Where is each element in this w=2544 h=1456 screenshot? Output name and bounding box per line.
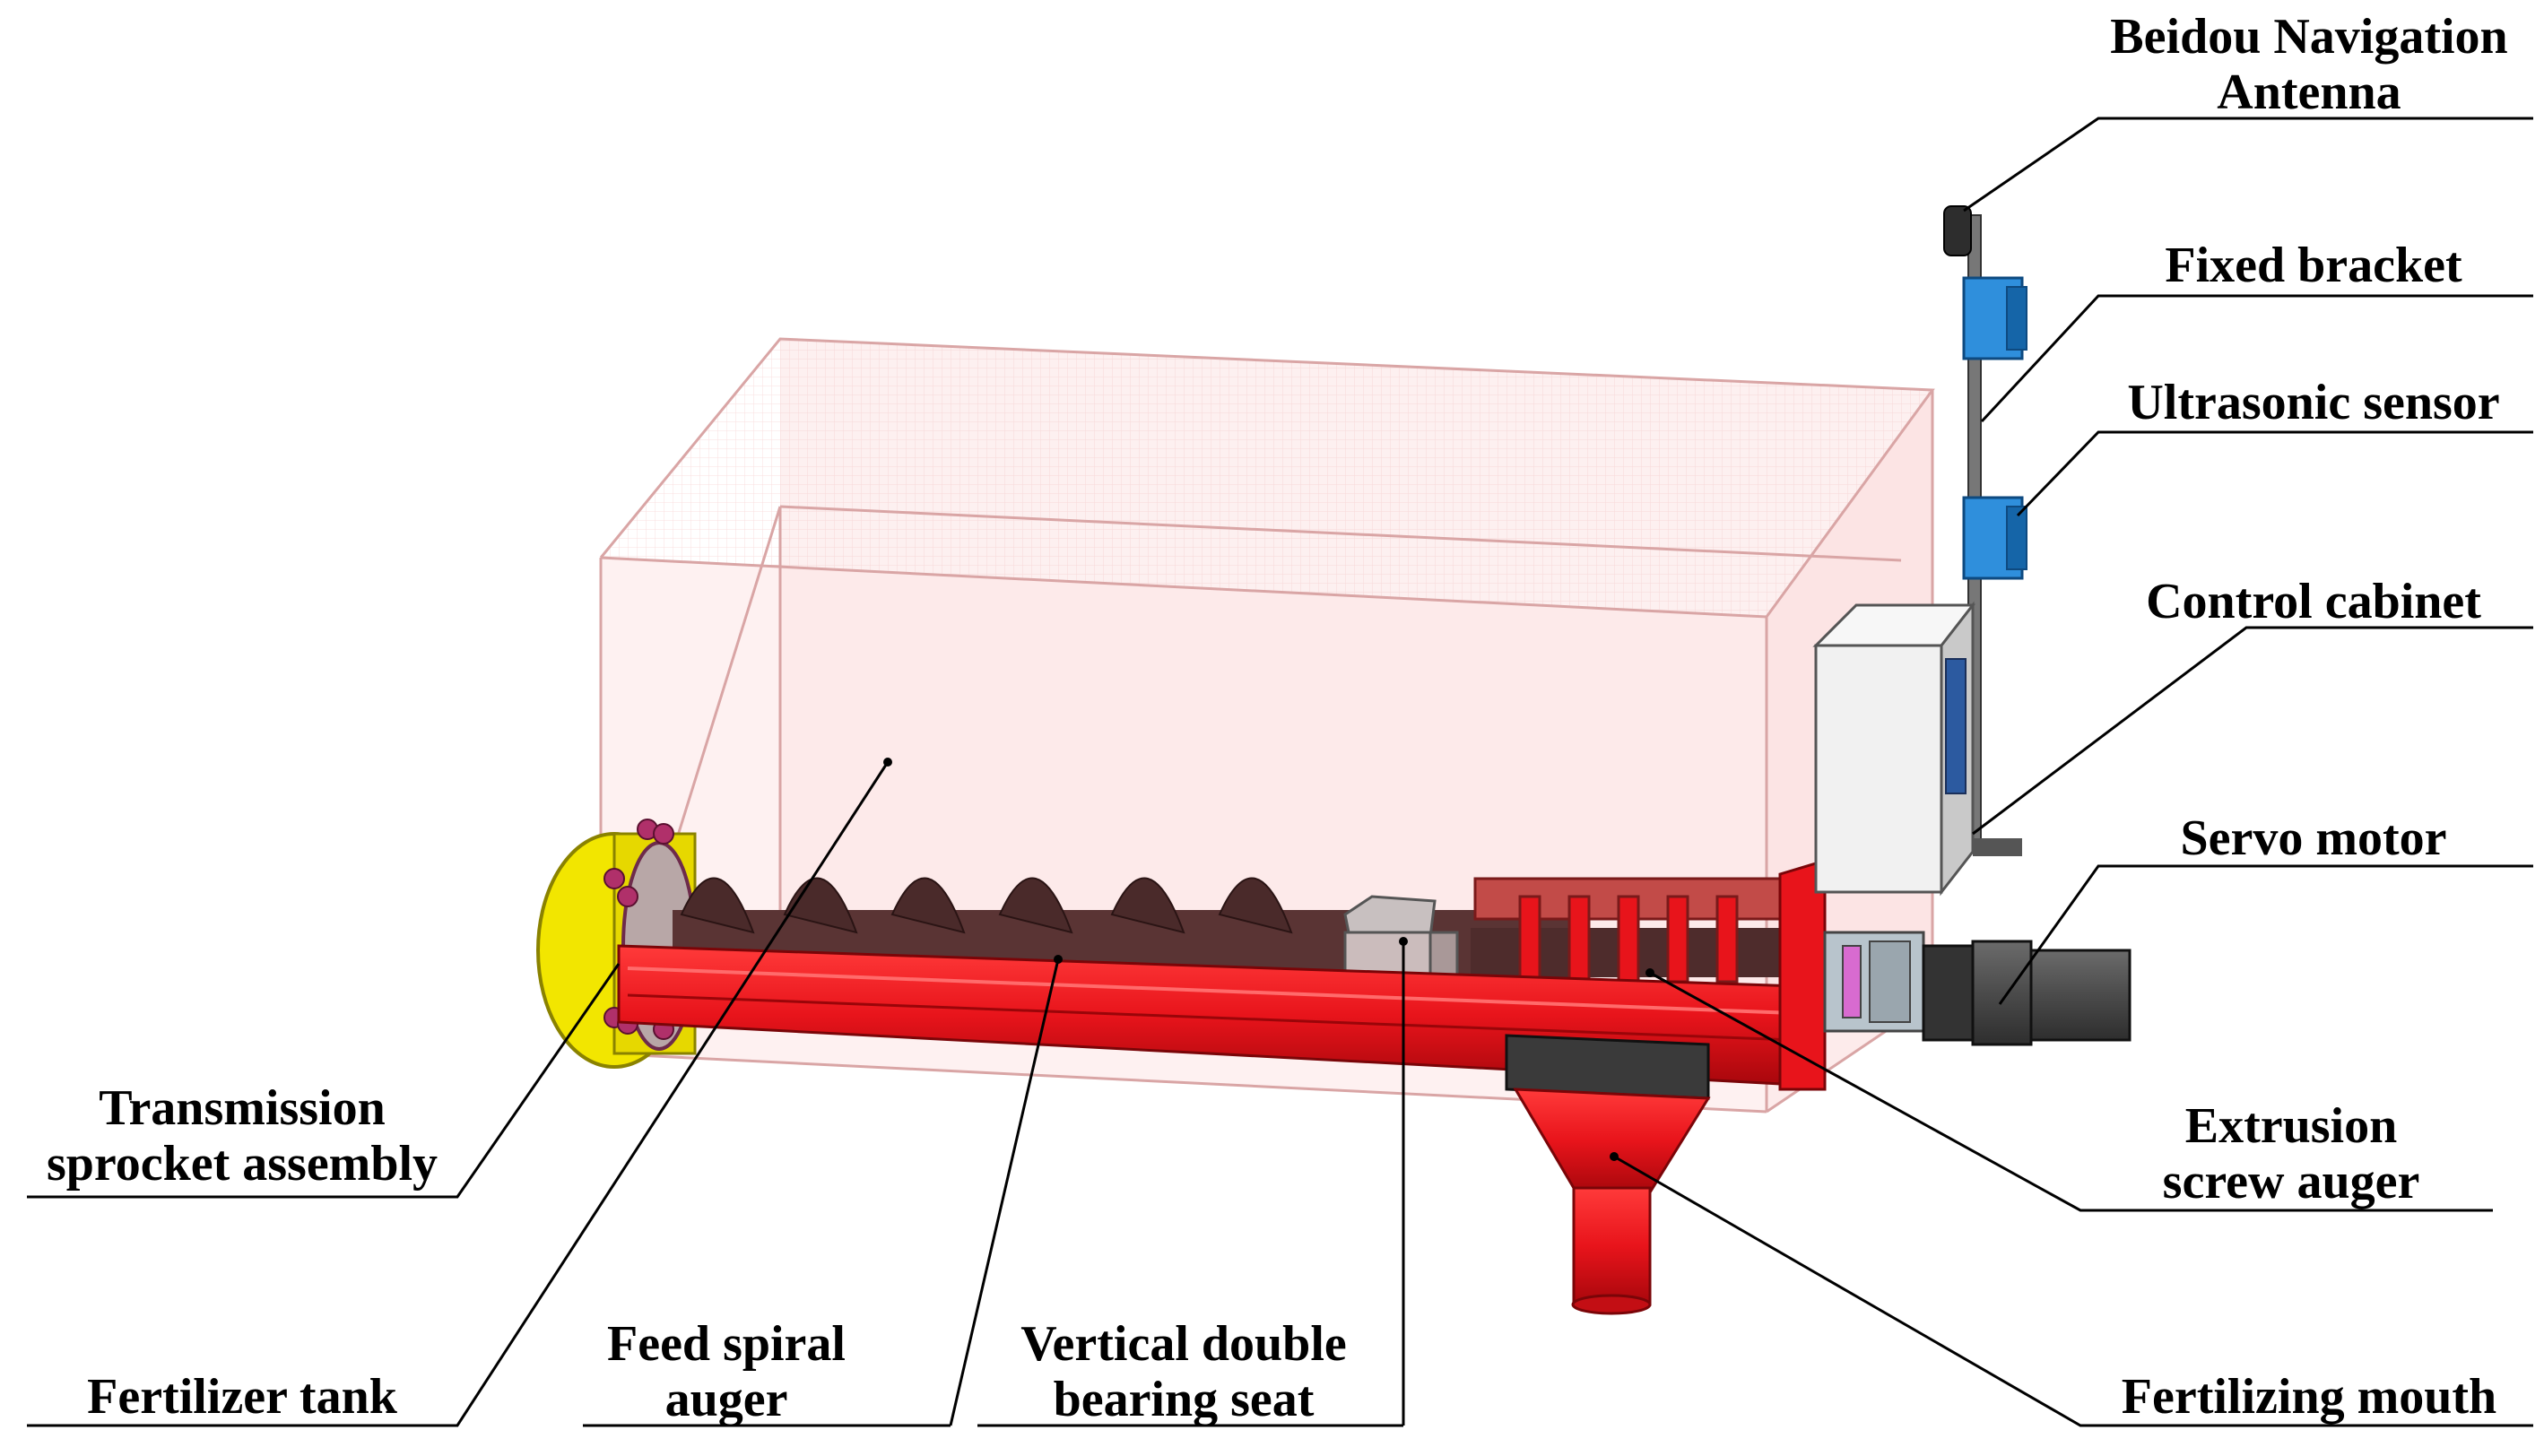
leader-extrusion [1649, 971, 2493, 1212]
label-feed-spiral-auger: Feed spiral auger [556, 1316, 897, 1427]
label-bearing-line2: bearing seat [1053, 1372, 1315, 1427]
label-feed-spiral-line1: Feed spiral [607, 1316, 846, 1372]
leader-fertilizing-mouth [1613, 1155, 2533, 1427]
beidou-navigation-antenna [1943, 205, 1972, 256]
shaft-coupling [1823, 931, 1925, 1033]
control-cabinet [1812, 601, 1976, 897]
label-ultrasonic-sensor: Ultrasonic sensor [2098, 375, 2529, 430]
red-trough [617, 858, 1827, 1091]
label-fertilizer-tank: Fertilizer tank [27, 1369, 457, 1425]
label-fertilizing-mouth: Fertilizing mouth [2080, 1369, 2538, 1425]
leader-ultrasonic [2016, 430, 2533, 517]
leader-servo [1998, 864, 2533, 1005]
leader-fixed-bracket [1980, 294, 2533, 423]
label-servo-line1: Servo motor [2180, 810, 2447, 866]
fertilizing-mouth [1505, 1034, 1711, 1315]
vertical-double-bearing-seat [1343, 895, 1459, 979]
tank-top-face [601, 339, 1932, 617]
servo-motor [1922, 940, 2132, 1046]
label-transmission-line1: Transmission [99, 1080, 386, 1136]
auger-flights [680, 877, 1293, 934]
label-beidou-line2: Antenna [2217, 65, 2401, 120]
label-fertilizing-mouth-line1: Fertilizing mouth [2121, 1369, 2497, 1425]
extrusion-flights [1518, 895, 1739, 984]
leader-feed-spiral [949, 958, 1060, 1426]
extrusion-screw-auger [1471, 877, 1789, 984]
label-transmission-sprocket: Transmission sprocket assembly [18, 1080, 466, 1192]
label-beidou-antenna: Beidou Navigation Antenna [2080, 9, 2538, 120]
label-fertilizer-tank-line1: Fertilizer tank [87, 1369, 397, 1425]
label-beidou-line1: Beidou Navigation [2110, 9, 2508, 65]
label-fixed-bracket-line1: Fixed bracket [2165, 238, 2462, 293]
ultrasonic-sensor-lower [1962, 496, 2027, 580]
leader-beidou [1963, 117, 2533, 212]
label-fixed-bracket: Fixed bracket [2098, 238, 2529, 293]
label-control-cabinet: Control cabinet [2089, 574, 2538, 629]
label-extrusion-line2: screw auger [2162, 1154, 2420, 1209]
leader-dots [883, 758, 1654, 1161]
label-extrusion-line1: Extrusion [2184, 1098, 2398, 1154]
leader-fertilizer-tank [27, 761, 890, 1427]
leader-transmission [27, 963, 621, 1199]
label-control-cabinet-line1: Control cabinet [2146, 574, 2481, 629]
label-transmission-line2: sprocket assembly [46, 1136, 438, 1192]
leader-control-cabinet [1972, 626, 2533, 836]
label-ultrasonic-line1: Ultrasonic sensor [2127, 375, 2500, 430]
label-servo-motor: Servo motor [2098, 810, 2529, 866]
leader-lines [27, 117, 2533, 1427]
transmission-sprocket-assembly [536, 819, 697, 1069]
label-vertical-bearing-seat: Vertical double bearing seat [968, 1316, 1399, 1427]
label-bearing-line1: Vertical double [1020, 1316, 1347, 1372]
ultrasonic-sensor-upper [1962, 276, 2027, 360]
label-feed-spiral-line2: auger [664, 1372, 788, 1427]
label-extrusion-screw-auger: Extrusion screw auger [2089, 1098, 2493, 1209]
